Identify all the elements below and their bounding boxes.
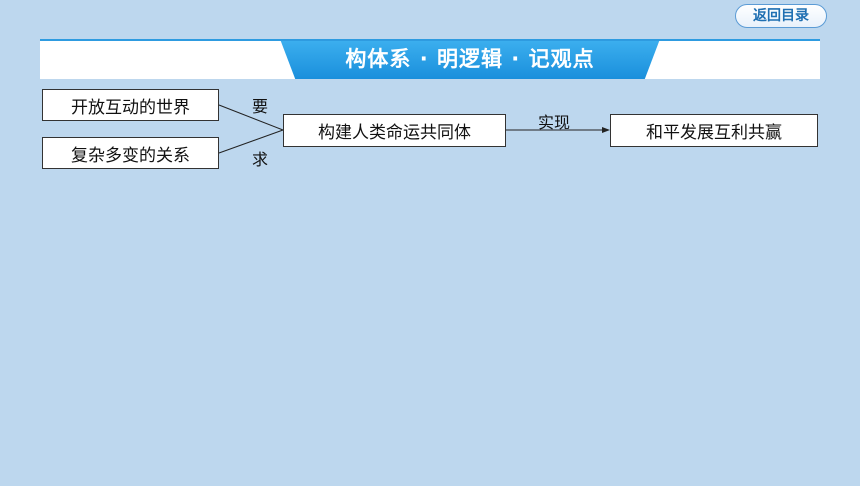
result-box-peace: 和平发展互利共赢 [610, 114, 818, 147]
center-box-label: 构建人类命运共同体 [318, 123, 471, 143]
input-box-open-world: 开放互动的世界 [42, 89, 219, 121]
section-banner: 构体系 · 明逻辑 · 记观点 [40, 39, 820, 79]
input-box-label: 开放互动的世界 [71, 97, 190, 118]
return-to-contents-button[interactable]: 返回目录 [735, 4, 827, 28]
input-box-complex-relations: 复杂多变的关系 [42, 137, 219, 169]
banner-tab-shape [280, 41, 660, 79]
input-box-label: 复杂多变的关系 [71, 145, 190, 166]
requirement-label-top: 要 [252, 97, 269, 116]
requirement-label-bottom: 求 [252, 150, 269, 169]
center-box-community: 构建人类命运共同体 [283, 114, 506, 147]
arrowhead-icon [602, 127, 610, 133]
arrow-label: 实现 [538, 113, 571, 132]
banner-title: 构体系 · 明逻辑 · 记观点 [345, 47, 595, 71]
connector-top-input [218, 104, 284, 131]
connector-bottom-input [218, 129, 284, 154]
result-box-label: 和平发展互利共赢 [646, 123, 782, 143]
